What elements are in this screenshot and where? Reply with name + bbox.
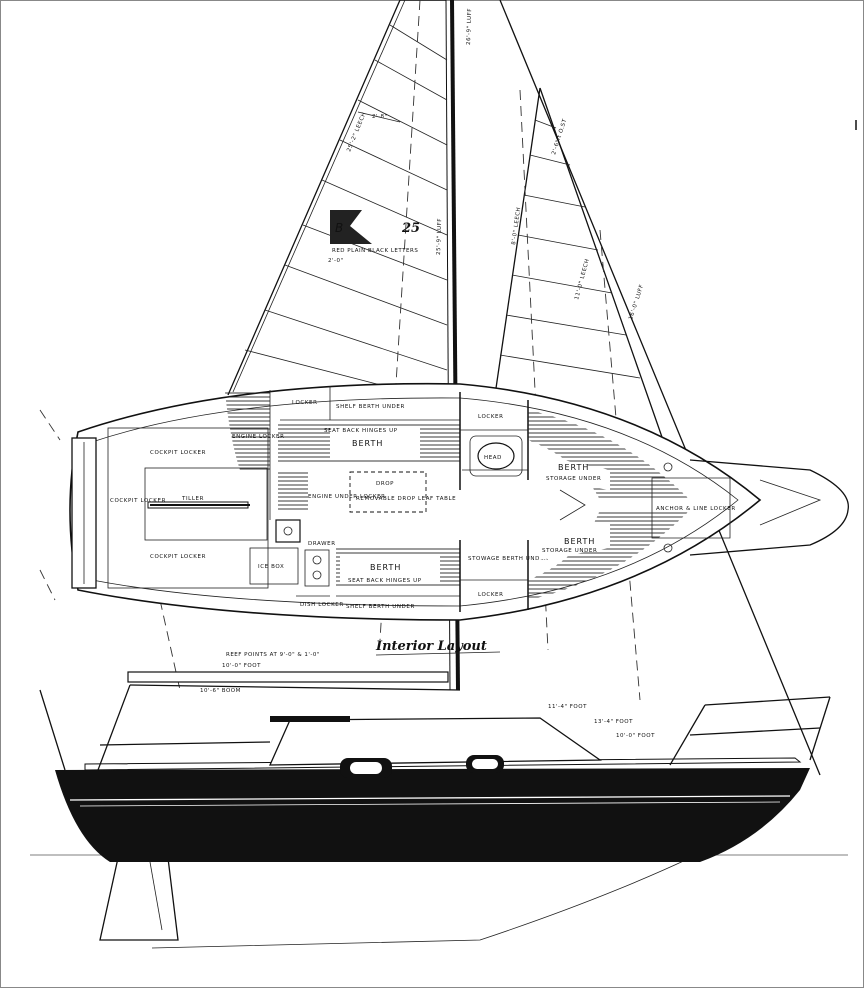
plan-hull-inner — [85, 397, 739, 607]
bow-pulpit — [689, 459, 849, 556]
vberth-top-hatch — [528, 410, 690, 500]
keel-detail — [149, 861, 163, 931]
transom-dashes — [39, 409, 61, 601]
batten-lower-label: 2'-0" — [328, 258, 344, 264]
drop-leaf-table — [349, 471, 427, 513]
shelf-top-label: SHELF BERTH UNDER — [336, 404, 405, 410]
anchor-locker — [651, 477, 731, 539]
icebox — [249, 547, 299, 585]
sheer-stripe — [69, 795, 791, 801]
boom — [127, 671, 449, 683]
berth-top-label: BERTH — [352, 439, 383, 448]
cockpit-locker-top-label: COCKPIT LOCKER — [150, 450, 206, 456]
foot-label-1: 11'-4" FOOT — [548, 704, 587, 710]
stanchion-base-2 — [663, 543, 673, 553]
interior-layout-title: Interior Layout — [375, 639, 487, 654]
burner-1 — [312, 555, 322, 565]
shelf-bottom-label: SHELF BERTH UNDER — [346, 604, 415, 610]
vberth-top-clear — [540, 455, 610, 490]
vberth-bottom-hatch — [528, 510, 690, 600]
reef-points-label: REEF POINTS AT 9'-0" & 1'-0" — [226, 652, 320, 658]
sail-number: 25 — [401, 221, 420, 236]
hull — [55, 768, 810, 862]
insignia-note: RED PLAIN BLACK LETTERS — [332, 248, 418, 254]
locker-fwd-top-label: LOCKER — [478, 414, 504, 420]
cockpit-locker-bottom-label: COCKPIT LOCKER — [150, 554, 206, 560]
burner-2 — [312, 570, 322, 580]
sail-insignia: B 25 RED PLAIN BLACK LETTERS — [330, 210, 420, 254]
head-enclosure — [469, 435, 523, 477]
jib-leech — [494, 87, 541, 396]
sheer-stripe-2 — [79, 801, 781, 807]
locker-fwd-bottom-label: LOCKER — [478, 592, 504, 598]
batten-upper — [357, 111, 401, 123]
engine-under-label: ENGINE UNDER LOCKER — [308, 494, 386, 500]
cabin-trunk — [268, 717, 603, 766]
porthole-aft-glass — [350, 762, 382, 774]
deck — [84, 757, 802, 771]
vberth-filler — [559, 489, 586, 521]
icebox-label: ICE BOX — [258, 564, 284, 570]
berth-top-clear — [330, 428, 420, 458]
lifelines — [39, 684, 831, 771]
head-label: HEAD — [484, 455, 502, 461]
berth-fwd-bottom-label: BERTH — [564, 537, 595, 546]
rudder-underbody — [151, 857, 691, 949]
insignia-letter: B — [335, 221, 343, 235]
engine-hatch — [225, 390, 270, 470]
anchor-locker-label: ANCHOR & LINE LOCKER — [656, 506, 736, 512]
mainsail-leech — [227, 0, 446, 396]
stanchion-base-1 — [663, 462, 673, 472]
hull-profile: 10'-0" FOOT 10'-6" BOOM 11'-4" FOOT 13'-… — [30, 663, 848, 949]
main-luff-label: 25'-9" LUFF — [436, 218, 443, 255]
cockpit-well — [144, 467, 268, 541]
stowage-berth-label: STOWAGE BERTH UNDER — [468, 556, 548, 562]
boom-cover — [270, 716, 350, 722]
jib-leech-upper-label: 8'-0" LEECH — [511, 207, 522, 246]
vberth-bottom-clear — [540, 522, 610, 560]
berth-fwd-top-label: BERTH — [558, 463, 589, 472]
jib-seams — [499, 119, 641, 379]
foot-label-2: 13'-4" FOOT — [594, 719, 633, 725]
table-top-label: DROP — [376, 481, 394, 487]
sink-drain — [283, 526, 293, 536]
bow-platform — [759, 479, 822, 526]
storage-bottom-label: STORAGE UNDER — [542, 548, 597, 554]
berth-bottom-label: BERTH — [370, 563, 401, 572]
table-label: REMOVABLE DROP LEAF TABLE — [356, 496, 456, 502]
head-luff-label: 26'-9" LUFF — [466, 8, 473, 45]
foot-label-3: 10'-0" FOOT — [616, 733, 655, 739]
engine-box — [278, 470, 308, 512]
cockpit-locker-aft-label: COCKPIT LOCKER — [110, 498, 166, 504]
porthole-fwd-glass — [472, 759, 498, 769]
toilet — [477, 442, 515, 470]
mainsail-leech-tape — [232, 0, 406, 393]
drawer-label: DRAWER — [308, 541, 336, 547]
interior-layout: COCKPIT LOCKER COCKPIT LOCKER COCKPIT LO… — [69, 382, 849, 658]
stove — [304, 549, 330, 587]
locker-top-label: LOCKER — [292, 400, 318, 406]
tiller-label: TILLER — [181, 496, 204, 502]
mainsail-seams — [244, 24, 448, 391]
storage-top-label: STORAGE UNDER — [546, 476, 601, 482]
dish-locker-label: DISH LOCKER — [300, 602, 344, 608]
boom-length-label: 10'-6" BOOM — [200, 688, 241, 694]
seat-top-label: SEAT BACK HINGES UP — [324, 428, 398, 434]
cockpit — [107, 427, 269, 589]
engine-locker-label: ENGINE LOCKER — [232, 434, 285, 440]
seat-bottom-label: SEAT BACK HINGES UP — [348, 578, 422, 584]
jib-luff — [539, 87, 671, 461]
berth-bottom-clear — [340, 556, 440, 584]
galley-sink — [275, 519, 301, 543]
jib-foot-line — [599, 229, 641, 701]
boom-foot-label: 10'-0" FOOT — [222, 663, 261, 669]
title-underline — [375, 651, 501, 656]
forestay — [499, 0, 821, 776]
